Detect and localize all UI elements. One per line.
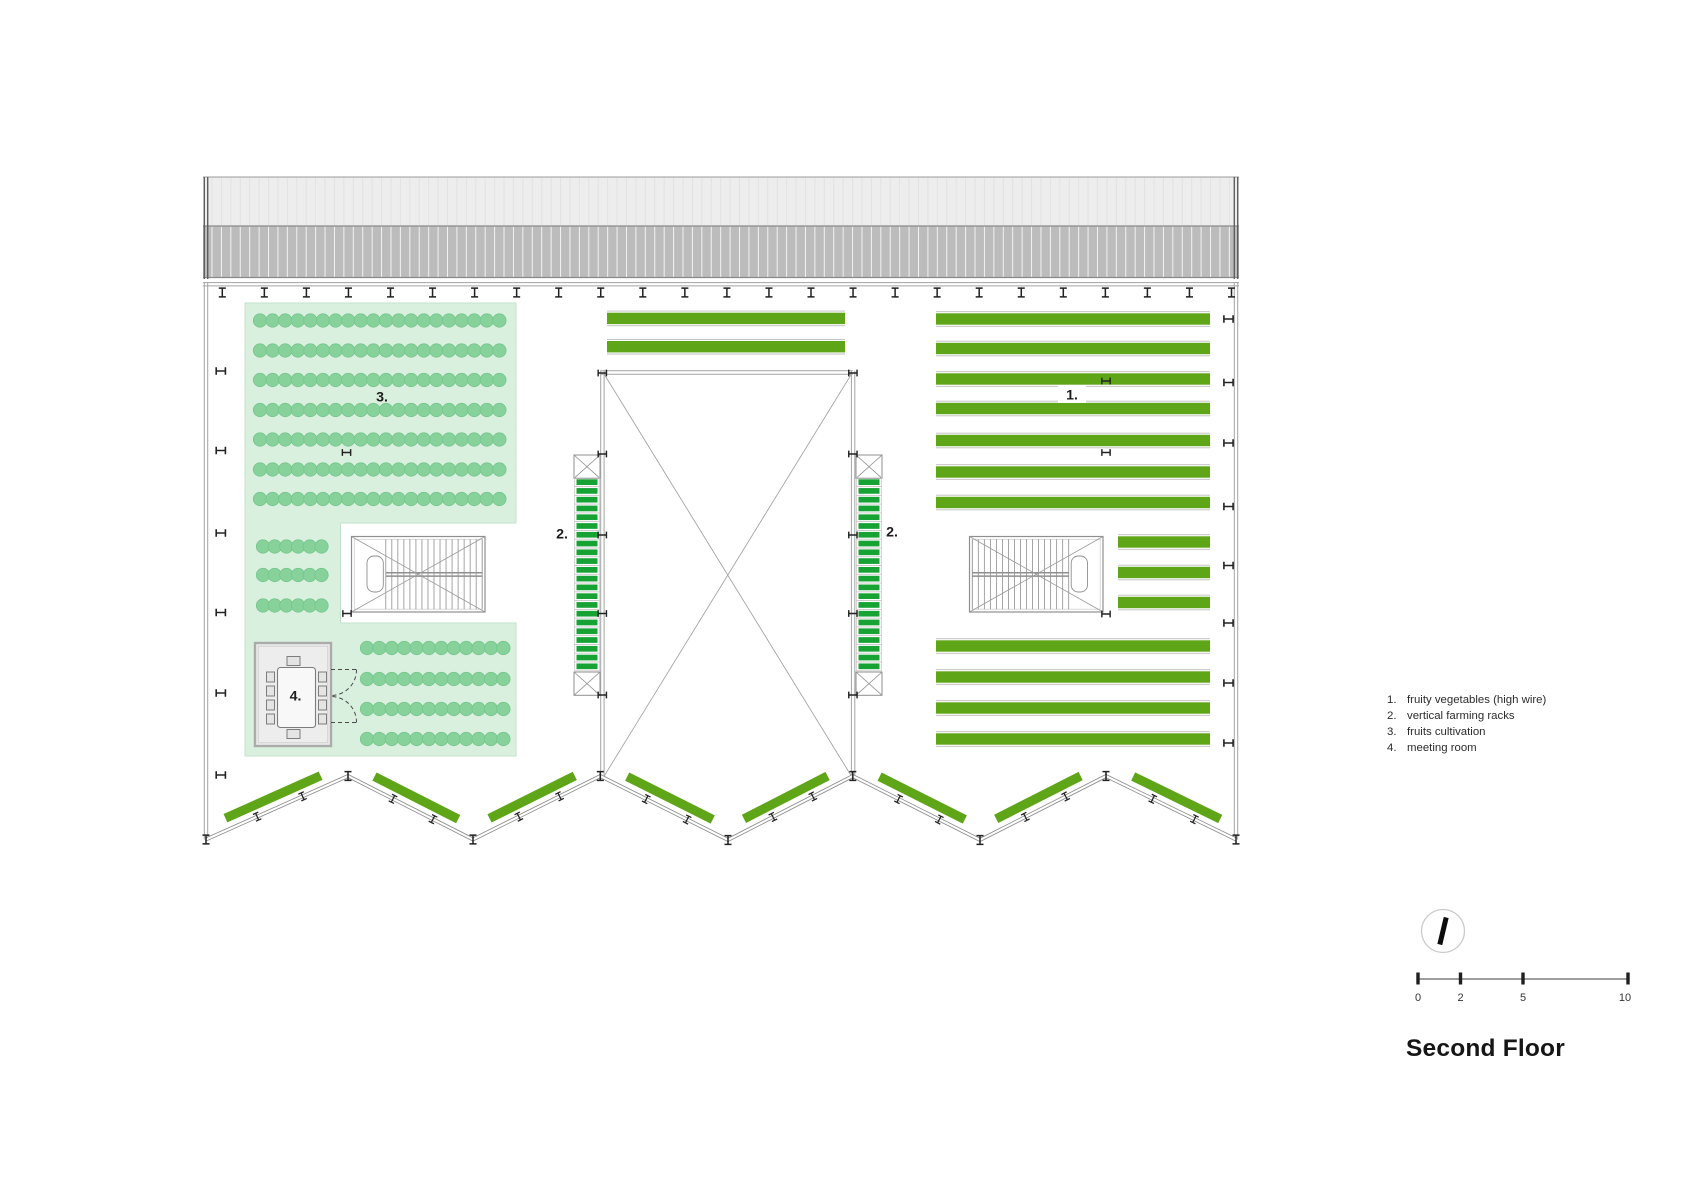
staircases xyxy=(350,535,1104,613)
plan-number-labels: 1. 2. 2. 3. 4. xyxy=(290,385,1086,705)
roof-hatch xyxy=(203,176,1239,279)
scale-bar-line xyxy=(1416,972,1630,985)
legend-item: 3. fruits cultivation xyxy=(1387,725,1546,741)
legend-item-number: 1. xyxy=(1387,694,1397,706)
legend-item: 2. vertical farming racks xyxy=(1387,709,1546,725)
legend-item-label: fruits cultivation xyxy=(1407,725,1486,738)
label-area2-right: 2. xyxy=(886,525,898,541)
north-arrow-icon xyxy=(1420,908,1466,954)
legend-item-label: vertical farming racks xyxy=(1407,709,1515,722)
legend-item: 4. meeting room xyxy=(1387,741,1546,757)
label-halo xyxy=(1058,385,1086,403)
legend-item-number: 4. xyxy=(1387,741,1397,754)
perimeter-walls xyxy=(203,282,1239,840)
scale-tick-5: 5 xyxy=(1520,992,1526,1004)
vertical-farming-racks xyxy=(573,454,883,696)
legend-item-label: fruity vegetables (high wire) xyxy=(1407,694,1547,706)
page-title: Second Floor xyxy=(1406,1035,1565,1062)
label-area1: 1. xyxy=(1066,388,1078,404)
scale-tick-10: 10 xyxy=(1619,992,1631,1004)
highwire-vegetable-rows xyxy=(607,310,1210,747)
label-area3: 3. xyxy=(376,390,388,406)
scale-tick-0: 0 xyxy=(1415,992,1421,1004)
scale-bar-labels: 0 2 5 10 xyxy=(1415,992,1631,1004)
central-void xyxy=(600,370,856,776)
label-area4: 4. xyxy=(290,689,302,705)
legend-item-number: 3. xyxy=(1387,725,1397,738)
meeting-room xyxy=(253,641,358,748)
sawtooth-facade xyxy=(205,771,1237,843)
legend-item: 1. fruity vegetables (high wire) xyxy=(1387,693,1546,709)
legend: 1. fruity vegetables (high wire) 2. vert… xyxy=(1387,693,1546,757)
legend-item-number: 2. xyxy=(1387,709,1397,722)
scale-tick-2: 2 xyxy=(1457,992,1463,1004)
legend-item-label: meeting room xyxy=(1407,741,1477,754)
label-area2-left: 2. xyxy=(556,527,568,543)
scale-bar: 0 2 5 10 xyxy=(1415,972,1631,1004)
column-markers xyxy=(202,287,1240,846)
